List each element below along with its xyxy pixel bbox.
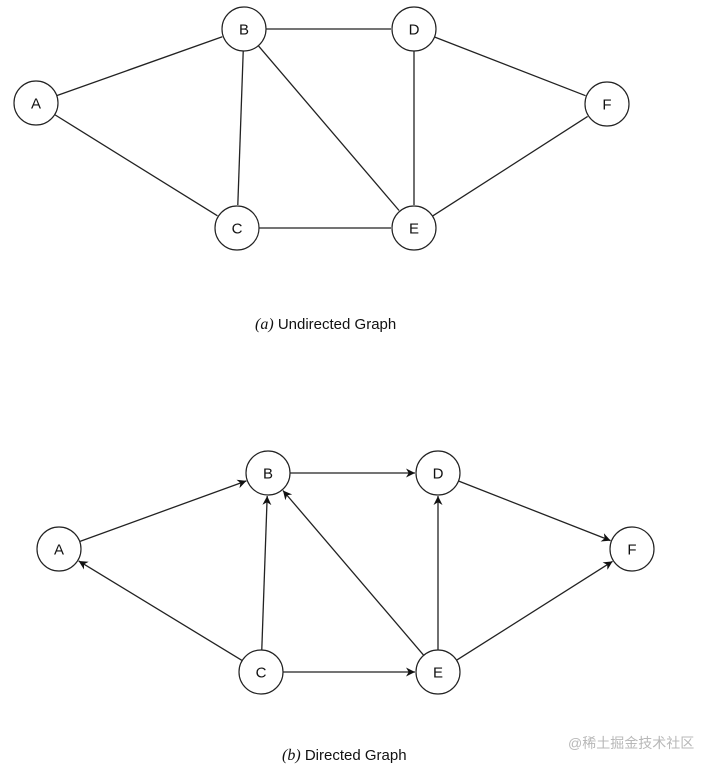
node-c: C: [238, 649, 284, 695]
node-label: C: [256, 665, 267, 682]
node-e: E: [415, 649, 461, 695]
node-circle: [238, 649, 284, 695]
node-label: A: [54, 542, 64, 559]
caption-text: Undirected Graph: [277, 316, 397, 333]
undirected-graph-caption: (a) Undirected Graph: [255, 316, 396, 334]
node-b: B: [245, 450, 291, 496]
node-label: B: [263, 466, 273, 483]
edge-d-f: [434, 36, 586, 97]
node-circle: [415, 649, 461, 695]
node-a: A: [36, 526, 82, 572]
edge-b-e: [257, 45, 400, 211]
watermark: @稀土掘金技术社区: [568, 735, 695, 751]
node-circle: [391, 6, 437, 52]
node-circle: [221, 6, 267, 52]
node-label: F: [627, 542, 636, 559]
edge-a-b: [56, 36, 223, 97]
edge-d-f: [458, 480, 611, 542]
undirected-graph: A B C D E F: [13, 6, 630, 251]
node-label: E: [409, 221, 419, 238]
node-circle: [245, 450, 291, 496]
edge-e-f: [432, 115, 589, 217]
directed-graph: A B C D E F: [36, 450, 655, 695]
node-label: B: [239, 22, 249, 39]
node-circle: [584, 81, 630, 127]
node-circle: [391, 205, 437, 251]
caption-label: (a): [255, 316, 274, 333]
node-f: F: [584, 81, 630, 127]
node-label: C: [232, 221, 243, 238]
node-circle: [36, 526, 82, 572]
edge-a-c: [54, 114, 218, 217]
node-a: A: [13, 80, 59, 126]
node-label: A: [31, 96, 41, 113]
node-d: D: [391, 6, 437, 52]
node-d: D: [415, 450, 461, 496]
node-circle: [415, 450, 461, 496]
edge-e-b: [282, 490, 425, 656]
edge-c-a: [78, 560, 243, 662]
edge-e-f: [456, 560, 613, 661]
node-label: D: [409, 22, 420, 39]
node-label: F: [602, 97, 611, 114]
node-label: E: [433, 665, 443, 682]
edge-b-c: [237, 50, 244, 206]
node-f: F: [609, 526, 655, 572]
node-circle: [214, 205, 260, 251]
caption-text: Directed Graph: [304, 747, 407, 764]
node-label: D: [433, 466, 444, 483]
node-circle: [13, 80, 59, 126]
node-circle: [609, 526, 655, 572]
directed-graph-caption: (b) Directed Graph: [282, 747, 407, 765]
node-e: E: [391, 205, 437, 251]
edge-a-b: [79, 479, 247, 543]
node-b: B: [221, 6, 267, 52]
edge-c-b: [261, 495, 272, 651]
node-c: C: [214, 205, 260, 251]
caption-label: (b): [282, 747, 301, 764]
